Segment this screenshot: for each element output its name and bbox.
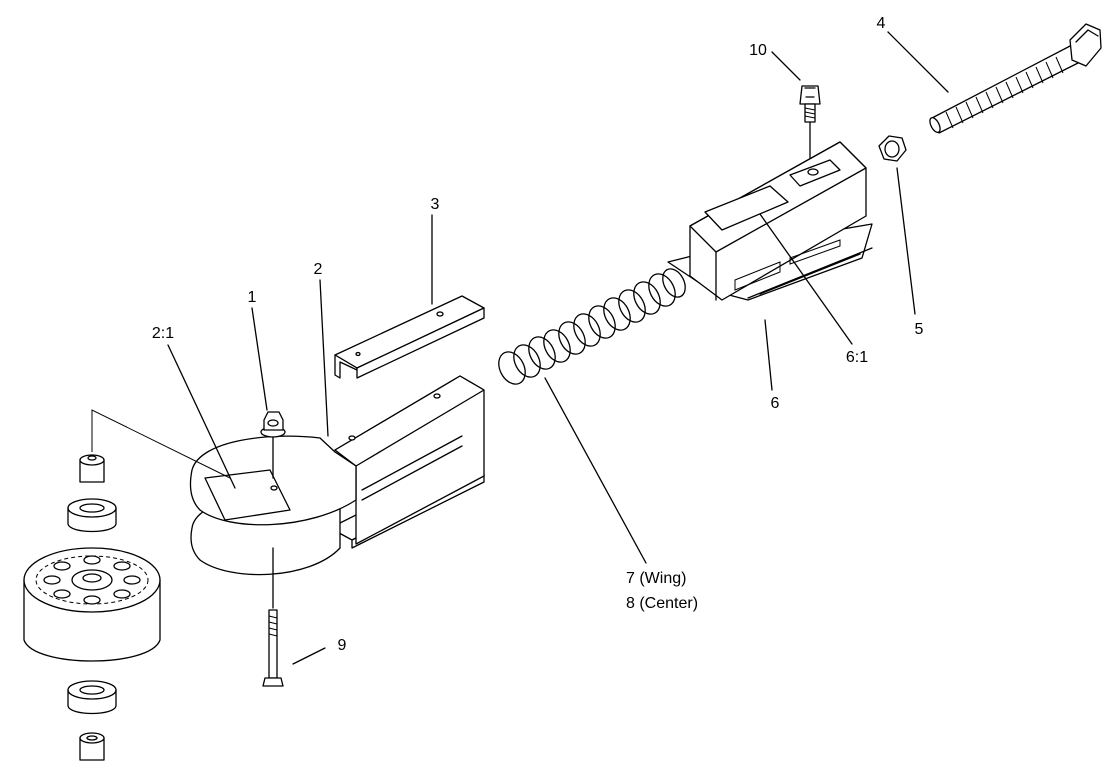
callout-7: 7 (Wing) bbox=[626, 570, 686, 587]
part-4-threaded-bolt bbox=[929, 23, 1102, 134]
part-3-channel-cover bbox=[334, 295, 485, 379]
leader-5 bbox=[896, 167, 916, 315]
callout-1: 1 bbox=[248, 289, 257, 306]
part-5-hex-nut bbox=[878, 135, 907, 162]
part-2-pivot-bracket bbox=[189, 375, 485, 576]
part-9-bolt bbox=[262, 547, 284, 687]
callout-5: 5 bbox=[915, 321, 924, 338]
part-10-cap-screw bbox=[799, 85, 821, 159]
part-1-flange-nut bbox=[260, 411, 286, 479]
part-6-slide-bracket bbox=[667, 141, 873, 301]
callout-4: 4 bbox=[877, 15, 886, 32]
roller-assembly bbox=[23, 409, 231, 761]
leader-2 bbox=[319, 279, 329, 437]
leader-6-1 bbox=[759, 213, 853, 345]
leader-7 bbox=[544, 377, 647, 564]
callout-2: 2 bbox=[314, 261, 323, 278]
callout-labels: 1 2 2:1 3 4 5 6 6:1 7 (Wing) 8 (Center) … bbox=[152, 15, 924, 654]
leader-6 bbox=[764, 319, 773, 391]
leader-2-1 bbox=[167, 344, 236, 489]
callout-8: 8 (Center) bbox=[626, 595, 698, 612]
leader-9 bbox=[292, 647, 326, 665]
callout-9: 9 bbox=[338, 637, 347, 654]
part-7-8-spring bbox=[498, 268, 686, 385]
leader-10 bbox=[771, 51, 801, 81]
callout-10: 10 bbox=[749, 42, 767, 59]
callout-6: 6 bbox=[771, 395, 780, 412]
callout-2-1: 2:1 bbox=[152, 325, 174, 342]
callout-3: 3 bbox=[431, 196, 440, 213]
leader-lines bbox=[167, 31, 949, 665]
leader-4 bbox=[887, 31, 949, 93]
leader-1 bbox=[251, 307, 268, 411]
callout-6-1: 6:1 bbox=[846, 349, 868, 366]
